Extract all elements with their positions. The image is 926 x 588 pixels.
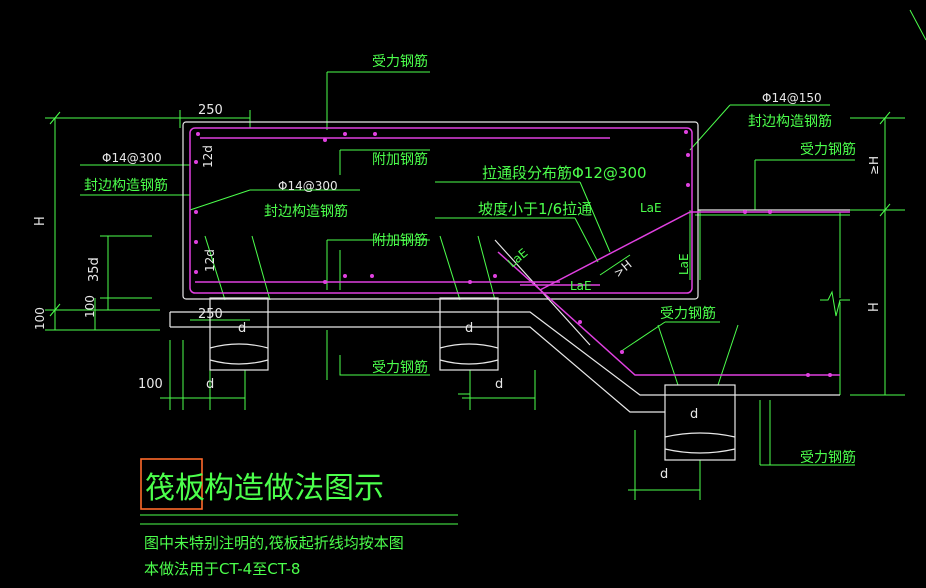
dim-d-bottom: d	[660, 467, 668, 482]
dim-12d-bottom: 12d	[203, 249, 217, 272]
title-highlight-box	[140, 458, 203, 510]
dim-100-inner: 100	[83, 295, 97, 318]
label-main-rebar-bottom-right: 受力钢筋	[800, 449, 856, 466]
label-spec-right: Φ14@150	[762, 91, 822, 105]
dim-H-right: H	[867, 302, 882, 312]
dim-250-bottom: 250	[198, 307, 223, 322]
label-spec-mid: Φ14@300	[278, 179, 338, 193]
label-main-rebar-top: 受力钢筋	[372, 53, 428, 70]
rebar-lines	[189, 127, 850, 376]
note-line-2: 本做法用于CT-4至CT-8	[144, 560, 300, 578]
label-main-rebar-bottom: 受力钢筋	[372, 359, 428, 376]
label-edge-rebar-mid: 封边构造钢筋	[264, 203, 348, 220]
label-main-rebar-right: 受力钢筋	[800, 141, 856, 158]
label-distribution: 拉通段分布筋Φ12@300	[482, 164, 647, 182]
dim-LaE-c: LaE	[505, 246, 531, 271]
dim-H-right-top: ≥H	[867, 156, 881, 175]
dimension-texts: 250 250 12d 12d H 35d 100 100 100 d d d …	[33, 103, 882, 482]
title-rest: 构造做法图示	[204, 471, 384, 506]
title-highlight: 筏板	[145, 471, 205, 506]
label-edge-rebar-left: 封边构造钢筋	[84, 177, 168, 194]
label-extra-rebar-top: 附加钢筋	[372, 151, 428, 168]
dim-LaE-d: LaE	[677, 253, 691, 275]
note-line-1: 图中未特别注明的,筏板起折线均按本图	[144, 534, 404, 552]
dim-d-pile1: d	[238, 321, 246, 336]
label-extra-rebar-mid: 附加钢筋	[372, 232, 428, 249]
dim-d-pile2: d	[465, 321, 473, 336]
dim-d-left: d	[206, 377, 214, 392]
annotation-labels: 受力钢筋 附加钢筋 附加钢筋 受力钢筋 Φ14@300 封边构造钢筋 Φ14@3…	[84, 53, 856, 466]
rebar-dots	[194, 130, 832, 377]
dim-H-step: >H	[611, 257, 635, 280]
drawing-title: 筏板 构造做法图示	[140, 458, 458, 525]
dim-LaE-b: LaE	[570, 279, 592, 293]
dim-100-bottom: 100	[138, 377, 163, 392]
label-slope: 坡度小于1/6拉通	[478, 200, 592, 218]
dim-LaE-a: LaE	[640, 201, 662, 215]
dimension-lines	[45, 9, 926, 500]
dim-35d: 35d	[87, 257, 102, 282]
raft-outline	[169, 121, 850, 461]
label-spec-left: Φ14@300	[102, 151, 162, 165]
dim-d-pile3: d	[690, 407, 698, 422]
dim-100-left: 100	[33, 307, 47, 330]
dim-H-left: H	[33, 216, 48, 226]
label-main-rebar-lower: 受力钢筋	[660, 305, 716, 322]
label-edge-rebar-right: 封边构造钢筋	[748, 113, 832, 130]
dim-250-top: 250	[198, 103, 223, 118]
dim-12d-top: 12d	[201, 145, 215, 168]
dim-d-mid: d	[495, 377, 503, 392]
drawing-notes: 图中未特别注明的,筏板起折线均按本图 本做法用于CT-4至CT-8	[144, 534, 404, 578]
